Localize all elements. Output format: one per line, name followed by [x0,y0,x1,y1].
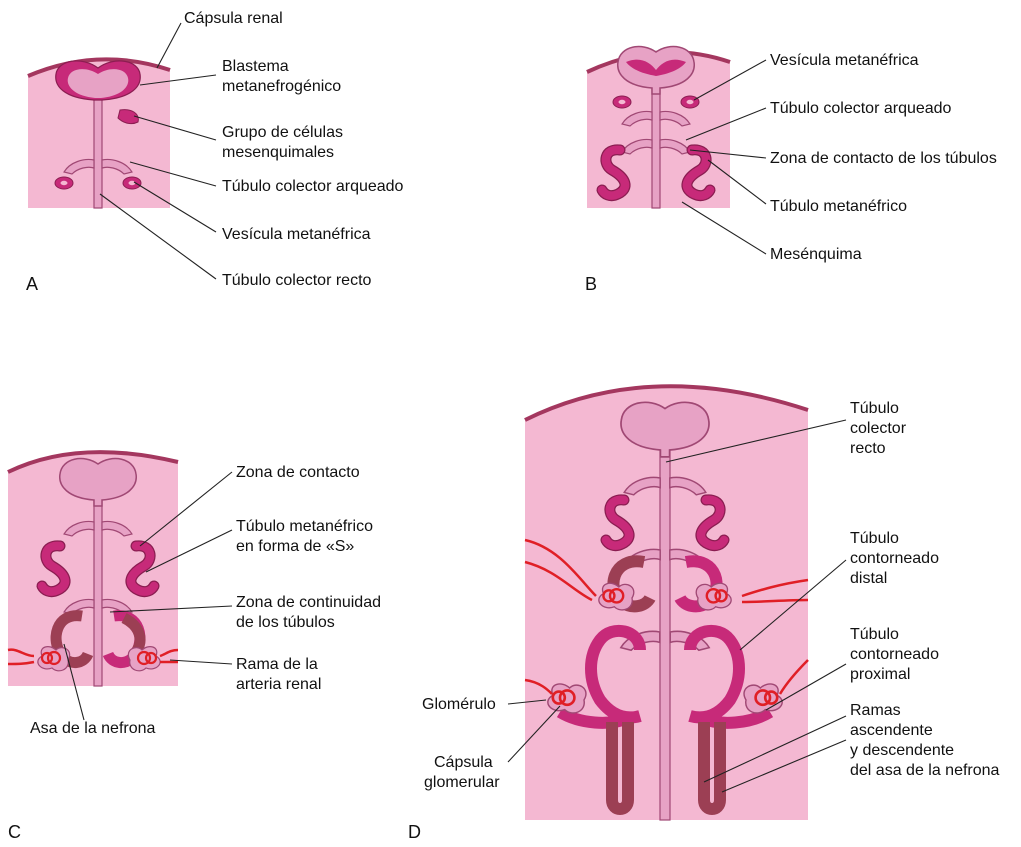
label-continuidad-2: de los túbulos [236,612,335,633]
label-proximal-2: contorneado [850,644,939,665]
label-rama-2: arteria renal [236,674,321,695]
label-distal-2: contorneado [850,548,939,569]
panel-letter-b: B [585,274,597,295]
label-ramas-4: del asa de la nefrona [850,760,999,781]
label-proximal-1: Túbulo [850,624,899,645]
label-grupo-1: Grupo de células [222,122,343,143]
label-recto-d-1: Túbulo [850,398,899,419]
label-zona-contacto-b: Zona de contacto de los túbulos [770,148,997,169]
label-ramas-1: Ramas [850,700,901,721]
label-asa-nefrona: Asa de la nefrona [30,718,155,739]
label-zona-contacto-c: Zona de contacto [236,462,360,483]
label-tubulo-metanefrico-b: Túbulo metanéfrico [770,196,907,217]
panel-d [525,386,808,820]
label-blastema-1: Blastema [222,56,289,77]
label-tubulo-arqueado-a: Túbulo colector arqueado [222,176,403,197]
panel-letter-a: A [26,274,38,295]
label-vesicula-a: Vesícula metanéfrica [222,224,371,245]
label-glomerulo: Glomérulo [422,694,496,715]
label-ramas-3: y descendente [850,740,954,761]
panel-b [587,47,730,208]
label-vesicula-b: Vesícula metanéfrica [770,50,919,71]
label-capsula-glom-2: glomerular [424,772,500,793]
label-tubulo-s-1: Túbulo metanéfrico [236,516,373,537]
label-mesenquima: Mesénquima [770,244,862,265]
panel-letter-d: D [408,822,421,843]
label-capsula-renal: Cápsula renal [184,8,283,29]
label-proximal-3: proximal [850,664,910,685]
label-grupo-2: mesenquimales [222,142,334,163]
label-capsula-glom-1: Cápsula [434,752,493,773]
label-blastema-2: metanefrogénico [222,76,341,97]
label-ramas-2: ascendente [850,720,933,741]
label-tubulo-arqueado-b: Túbulo colector arqueado [770,98,951,119]
label-recto-d-3: recto [850,438,886,459]
label-rama-1: Rama de la [236,654,318,675]
label-recto-d-2: colector [850,418,906,439]
label-distal-1: Túbulo [850,528,899,549]
label-continuidad-1: Zona de continuidad [236,592,381,613]
label-tubulo-s-2: en forma de «S» [236,536,354,557]
label-distal-3: distal [850,568,887,589]
panel-a [28,59,170,208]
panel-letter-c: C [8,822,21,843]
label-tubulo-recto-a: Túbulo colector recto [222,270,371,291]
